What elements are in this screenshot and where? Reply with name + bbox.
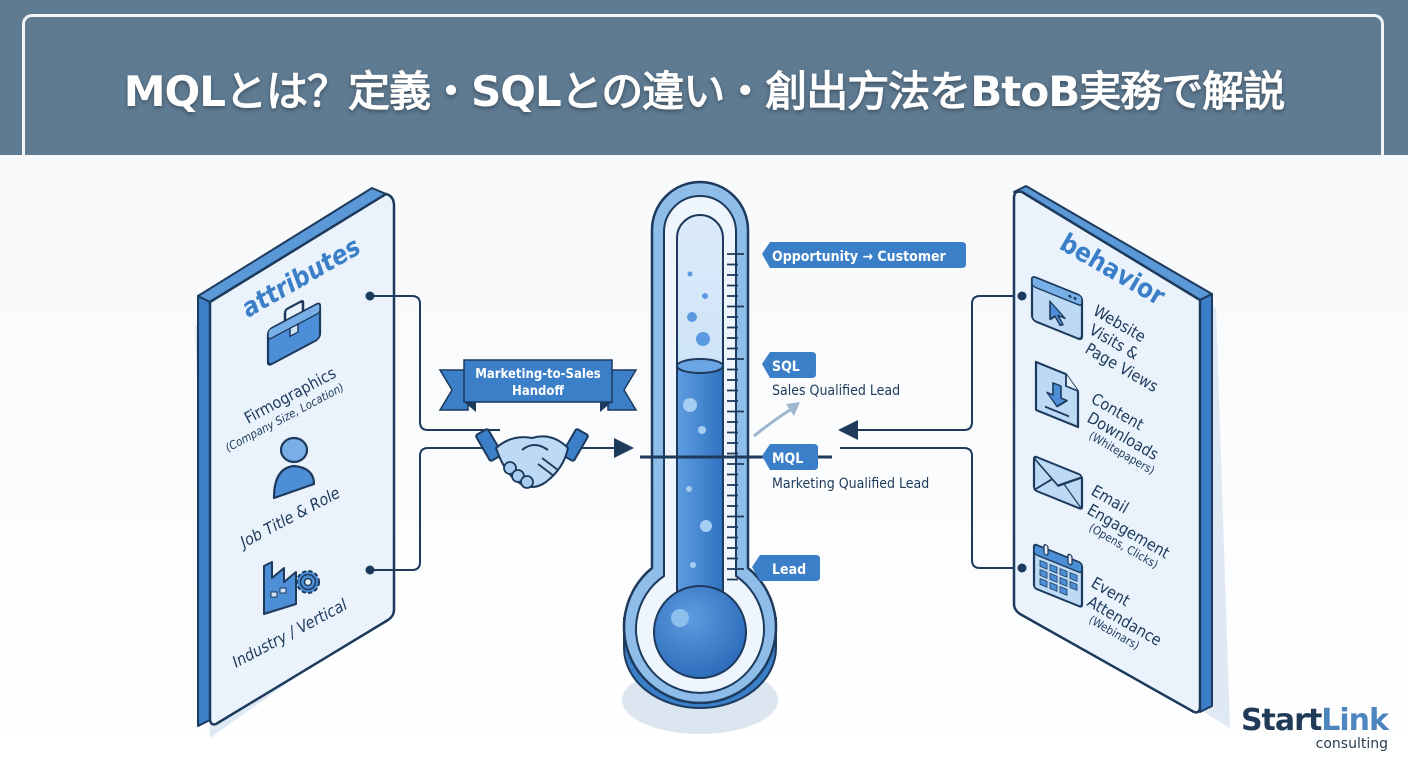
page-title: MQLとは？定義・SQLとの違い・創出方法をBtoB実務で解説: [123, 67, 1286, 116]
connector-dot: [1017, 291, 1027, 301]
stage-mql-description: Marketing Qualified Lead: [772, 476, 929, 492]
person-icon: [272, 436, 316, 500]
logo-start: Start: [1240, 703, 1322, 738]
thermometer: [622, 180, 832, 734]
header-frame: [22, 14, 1384, 164]
attributes-panel: attributes Firmographics (Company Size, …: [195, 187, 396, 738]
stage-sql-tag: SQL: [772, 359, 800, 375]
thermometer-scale: [727, 253, 744, 581]
connector-dot: [1017, 563, 1027, 573]
briefcase-icon: [266, 300, 322, 366]
header-band: [0, 0, 1408, 155]
logo-wordmark: StartLink: [1240, 703, 1389, 738]
calendar-icon: [1032, 543, 1084, 608]
stage-sql: SQL Sales Qualified Lead: [762, 352, 900, 399]
browser-cursor-icon: [1030, 276, 1084, 341]
stage-mql-tag: MQL: [772, 451, 803, 467]
stage-sql-description: Sales Qualified Lead: [772, 383, 900, 399]
stage-opportunity-tag: Opportunity → Customer: [772, 249, 946, 265]
startlink-logo: StartLink consulting: [1240, 703, 1389, 753]
stage-lead: Lead: [752, 555, 820, 581]
handshake-icon: [475, 428, 589, 489]
logo-subtitle: consulting: [1315, 736, 1388, 752]
upward-arrow-icon: [753, 408, 791, 438]
logo-link: Link: [1321, 703, 1389, 738]
left-connectors: [370, 295, 634, 571]
stage-lead-tag: Lead: [772, 562, 806, 578]
envelope-icon: [1032, 455, 1084, 510]
handoff-banner: Marketing-to-Sales Handoff: [438, 359, 638, 412]
stage-opportunity: Opportunity → Customer: [762, 242, 966, 268]
behavior-panel: behavior Website Visits & Page Views Con…: [1012, 185, 1230, 728]
factory-gear-icon: [263, 561, 320, 615]
banner-line1: Marketing-to-Sales: [475, 367, 601, 382]
stage-mql: MQL Marketing Qualified Lead: [762, 444, 929, 492]
document-download-icon: [1034, 360, 1080, 429]
right-connectors: [838, 295, 1022, 569]
banner-line2: Handoff: [512, 384, 564, 399]
